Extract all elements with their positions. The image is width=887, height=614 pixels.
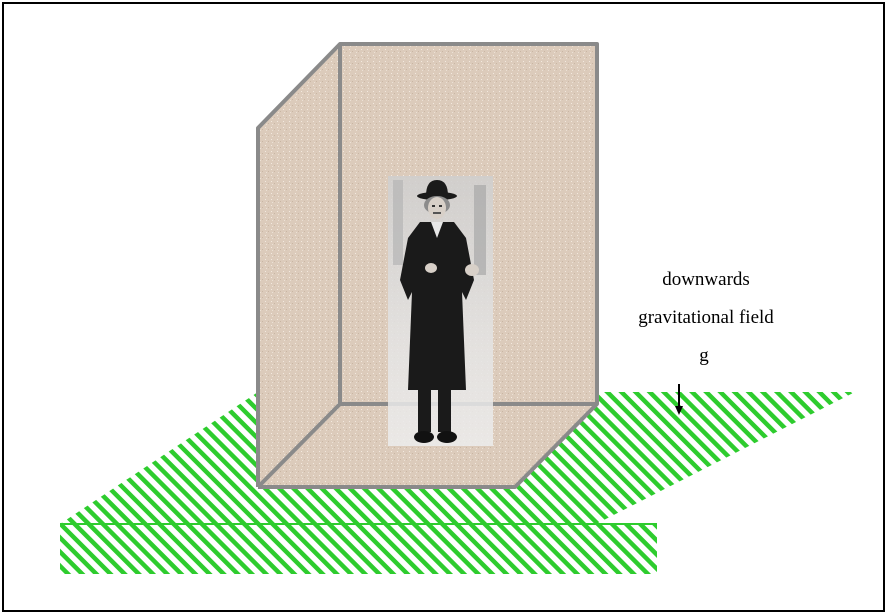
ground-front-face — [60, 524, 657, 574]
box-left-panel — [258, 44, 340, 487]
annotation-line-downwards: downwards — [662, 269, 750, 290]
down-arrow-icon — [675, 384, 683, 415]
annotation-line-gravitational-field: gravitational field — [638, 307, 774, 328]
annotation-symbol-g: g — [699, 345, 709, 366]
person-photo — [388, 176, 493, 446]
standing-man-icon — [400, 180, 479, 443]
